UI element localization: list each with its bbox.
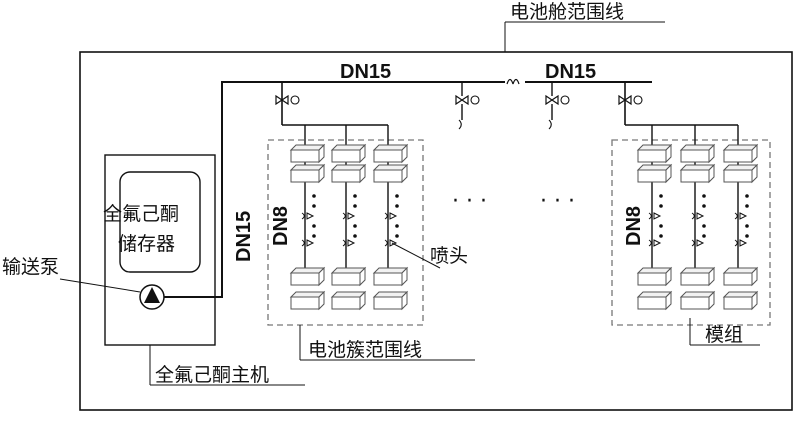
cluster-boundary-right	[611, 139, 771, 326]
dot	[659, 234, 663, 238]
nozzle-icon	[691, 239, 705, 247]
pump-label: 输送泵	[2, 256, 59, 278]
battery-module	[636, 163, 673, 184]
battery-module	[289, 290, 326, 311]
nozzle-icon	[301, 239, 315, 247]
battery-compartment-label: 电池舱范围线	[510, 1, 624, 23]
dot	[353, 234, 357, 238]
pump-leader-line	[59, 278, 141, 293]
valve-icon	[545, 82, 570, 130]
battery-compartment-outline	[79, 51, 793, 411]
dot	[702, 224, 706, 228]
dot	[353, 194, 357, 198]
module-stack-right	[636, 143, 759, 311]
battery-module	[372, 143, 409, 164]
nozzle-icon	[342, 239, 356, 247]
battery-module	[722, 163, 759, 184]
dot	[745, 224, 749, 228]
battery-module	[289, 143, 326, 164]
dot	[395, 224, 399, 228]
dot	[659, 204, 663, 208]
dot	[745, 204, 749, 208]
nozzle-icon	[734, 239, 748, 247]
pipe-break-icon	[506, 78, 520, 85]
valve-icon	[275, 94, 300, 106]
battery-module	[330, 163, 367, 184]
dot	[312, 224, 316, 228]
branch-pipe-label-right: DN8	[623, 206, 645, 246]
battery-module	[679, 163, 716, 184]
nozzle-icon	[301, 212, 315, 220]
riser-pipe-label: DN15	[233, 211, 255, 262]
dot	[659, 194, 663, 198]
nozzle-icon	[342, 212, 356, 220]
ellipsis-dots-right	[648, 194, 749, 247]
dot	[745, 234, 749, 238]
battery-module	[330, 143, 367, 164]
storage-label-line1: 全氟己酮	[103, 203, 179, 225]
dot	[702, 194, 706, 198]
module-stack-left	[289, 143, 409, 311]
battery-module	[330, 290, 367, 311]
dot	[353, 224, 357, 228]
cluster-boundary-label: 电池簇范围线	[308, 339, 422, 361]
battery-module	[372, 266, 409, 287]
battery-module	[289, 266, 326, 287]
battery-module	[722, 266, 759, 287]
module-label: 模组	[705, 324, 743, 346]
nozzle-icon	[648, 212, 662, 220]
valve-icon	[455, 82, 480, 130]
nozzle-icon	[691, 212, 705, 220]
dot	[395, 204, 399, 208]
battery-module	[679, 143, 716, 164]
dot	[659, 224, 663, 228]
battery-module	[722, 290, 759, 311]
dot	[395, 234, 399, 238]
storage-tank	[119, 171, 201, 273]
battery-module	[372, 163, 409, 184]
dot	[702, 234, 706, 238]
nozzle-icon	[648, 239, 662, 247]
dot	[702, 204, 706, 208]
storage-label-line2: 储存器	[118, 233, 175, 255]
nozzle-label: 喷头	[430, 245, 468, 267]
dot	[312, 204, 316, 208]
nozzle-icon	[734, 212, 748, 220]
battery-module	[289, 163, 326, 184]
pump-arrow-icon	[144, 287, 160, 303]
main-unit-housing	[104, 154, 216, 346]
nozzle-leader-line	[391, 242, 441, 269]
battery-module	[722, 143, 759, 164]
nozzle-icon	[384, 212, 398, 220]
battery-module	[330, 266, 367, 287]
battery-module	[636, 143, 673, 164]
dot	[395, 194, 399, 198]
dot	[312, 194, 316, 198]
ellipsis-left: · · ·	[452, 189, 487, 214]
dot	[745, 194, 749, 198]
battery-module	[679, 290, 716, 311]
ellipsis-right: · · ·	[540, 189, 575, 214]
battery-module	[636, 266, 673, 287]
valve-icon	[618, 94, 643, 106]
battery-module	[636, 290, 673, 311]
main-unit-label: 全氟己酮主机	[155, 364, 269, 386]
ellipsis-dots-left	[301, 194, 399, 247]
battery-module	[372, 290, 409, 311]
branch-pipe-label-left: DN8	[270, 206, 292, 246]
nozzle-icon	[384, 239, 398, 247]
battery-module	[679, 266, 716, 287]
supply-pipe	[164, 81, 505, 298]
dot	[353, 204, 357, 208]
main-pipe-label-left: DN15	[340, 61, 391, 83]
dot	[312, 234, 316, 238]
main-pipe-label-right: DN15	[545, 61, 596, 83]
